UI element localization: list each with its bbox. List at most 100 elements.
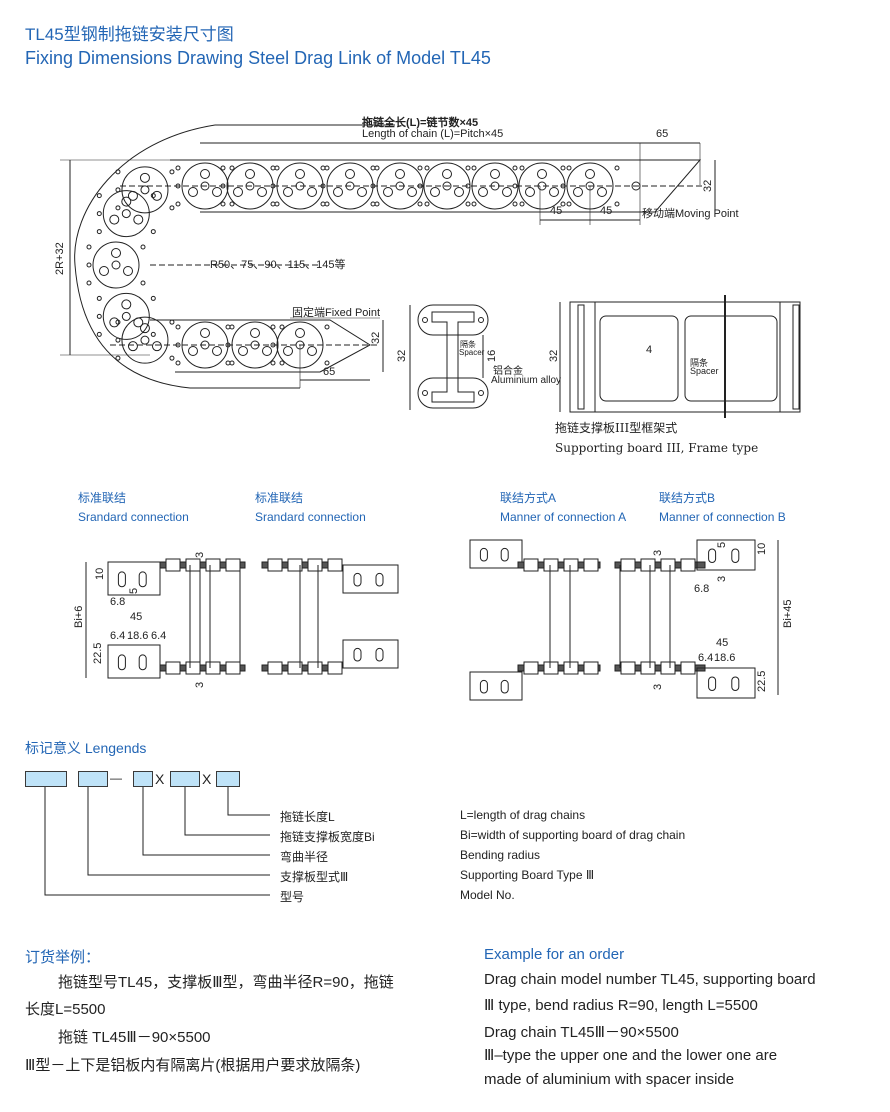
length-formula-cn: 拖链全长(L)=链节数×45: [362, 117, 479, 129]
length-formula-en: Length of chain (L)=Pitch×45: [362, 128, 504, 140]
mounting-bracket: [696, 539, 756, 571]
code-separator-x1: X: [155, 771, 165, 787]
mounting-bracket: [469, 671, 523, 701]
b-dim-5: 5: [716, 541, 728, 548]
chain-envelope-outline: [74, 124, 395, 389]
chain-rail: [614, 558, 706, 572]
connection-a-en: Manner of connection A: [500, 510, 627, 524]
connection-a-cn: 联结方式A: [500, 491, 557, 505]
frame-dim-32: 32: [548, 349, 560, 362]
b-dim-6-4: 6.4: [698, 652, 714, 664]
chain-link: [175, 162, 235, 210]
chain-top-run: [170, 159, 640, 213]
b-dim-3-mid: 3: [716, 575, 728, 582]
b-dim-3-bottom: 3: [652, 683, 664, 690]
chain-link: [320, 162, 380, 210]
std-dim-3-bottom: 3: [194, 681, 206, 688]
std-dim-22-5: 22.5: [92, 642, 104, 664]
std-dim-6-8: 6.8: [110, 596, 126, 608]
std-dim-6-4-a: 6.4: [110, 630, 126, 642]
frame-spacer-cn: 隔条: [690, 358, 709, 368]
dim-2r: 2R+32: [54, 242, 66, 275]
alloy-label-en: Aluminium alloy: [491, 375, 562, 386]
code-separator-dash: —: [110, 771, 122, 785]
dim-65-bottom: 65: [323, 366, 336, 378]
code-box-radius: [133, 771, 153, 787]
legend-item-cn: 拖链支撑板宽度Bi: [280, 830, 375, 844]
std-dim-18-6: 18.6: [127, 630, 149, 642]
order-line-en: Ⅲ–type the upper one and the lower one a…: [484, 1047, 778, 1064]
mounting-bracket: [342, 639, 399, 669]
mounting-bracket: [696, 667, 756, 699]
code-box-width: [170, 771, 200, 787]
b-dim-45: 45: [716, 637, 729, 649]
chain-rail: [517, 558, 601, 572]
chain-link: [96, 190, 156, 238]
connection-2-en: Srandard connection: [255, 510, 366, 524]
b-dim-6-8: 6.8: [694, 583, 710, 595]
fixed-bracket: [319, 319, 371, 373]
frame-dim-4: 4: [646, 344, 653, 356]
spacer-dim-16: 16: [486, 349, 498, 362]
chain-rail: [614, 661, 706, 675]
order-heading-cn: 订货举例：: [25, 949, 101, 966]
chain-link: [96, 292, 156, 340]
legend-item-cn: 拖链长度L: [280, 810, 335, 824]
alloy-label-cn: 铝合金: [493, 366, 523, 377]
moving-bracket: [640, 159, 702, 213]
std-dim-45: 45: [130, 611, 143, 623]
order-line-cn: Ⅲ型－上下是铝板内有隔离片(根据用户要求放隔条): [25, 1057, 361, 1074]
b-dim-22-5: 22.5: [756, 670, 768, 692]
code-box-board-type: [78, 771, 108, 787]
chain-link: [175, 321, 235, 369]
mounting-bracket: [469, 539, 523, 569]
legend-item-en: Model No.: [460, 888, 515, 902]
chain-rail: [517, 661, 601, 675]
mounting-bracket: [107, 644, 161, 679]
title-cn: TL45型钢制拖链安装尺寸图: [25, 25, 234, 44]
chain-rail: [261, 661, 343, 675]
order-line-en: Drag chain TL45Ⅲ－90×5500: [484, 1024, 679, 1041]
radius-note: R50、75、90、115、145等: [210, 259, 346, 271]
chain-links: [86, 162, 641, 369]
frame-caption-en: Supporting board III, Frame type: [555, 441, 759, 455]
legend-item-en: L=length of drag chains: [460, 808, 586, 822]
std-dim-6-4-b: 6.4: [151, 630, 167, 642]
dim-45-b: 45: [600, 205, 613, 217]
legend-item-en: Supporting Board Type Ⅲ: [460, 868, 595, 882]
legend-item-cn: 支撑板型式Ⅲ: [280, 870, 349, 884]
legend-heading: 标记意义 Lengends: [25, 740, 147, 756]
spacer-section-drawing: [409, 304, 489, 410]
b-dim-10: 10: [756, 542, 768, 555]
std-dim-5: 5: [128, 587, 140, 594]
order-line-cn: 拖链 TL45Ⅲ－90×5500: [58, 1029, 211, 1046]
spacer-label-en: Spacer: [459, 348, 485, 357]
order-line-cn: 长度L=5500: [25, 1001, 106, 1018]
order-line-en: made of aluminium with spacer inside: [484, 1071, 735, 1088]
b-dim-18-6: 18.6: [714, 652, 736, 664]
connection-1-en: Srandard connection: [78, 510, 189, 524]
mounting-bracket: [107, 561, 161, 596]
chain-link: [270, 162, 330, 210]
dim-45-a: 45: [550, 205, 563, 217]
legend-item-cn: 型号: [280, 890, 305, 904]
legend-item-en: Bending radius: [460, 848, 541, 862]
chain-link: [370, 162, 430, 210]
chain-link: [86, 241, 146, 289]
dim-32-right: 32: [702, 179, 714, 192]
moving-point-label: 移动端Moving Point: [642, 208, 739, 220]
chain-link: [465, 162, 525, 210]
dim-32-fixed: 32: [370, 331, 382, 344]
frame-spacer-en: Spacer: [690, 366, 719, 376]
fixed-point-label: 固定端Fixed Point: [292, 307, 381, 319]
b-dim-3-top: 3: [652, 549, 664, 556]
chain-link: [220, 162, 280, 210]
connection-b-en: Manner of connection B: [659, 510, 786, 524]
connection-1-cn: 标准联结: [78, 491, 127, 505]
frame-caption-cn: 拖链支撑板III型框架式: [555, 421, 678, 435]
order-line-en: Drag chain model number TL45, supporting…: [484, 971, 816, 988]
legend-item-cn: 弯曲半径: [280, 850, 329, 864]
order-line-cn: 拖链型号TL45，支撑板Ⅲ型，弯曲半径R=90，拖链: [58, 974, 394, 991]
connection-2-cn: 标准联结: [255, 491, 304, 505]
mounting-bracket: [342, 564, 399, 594]
